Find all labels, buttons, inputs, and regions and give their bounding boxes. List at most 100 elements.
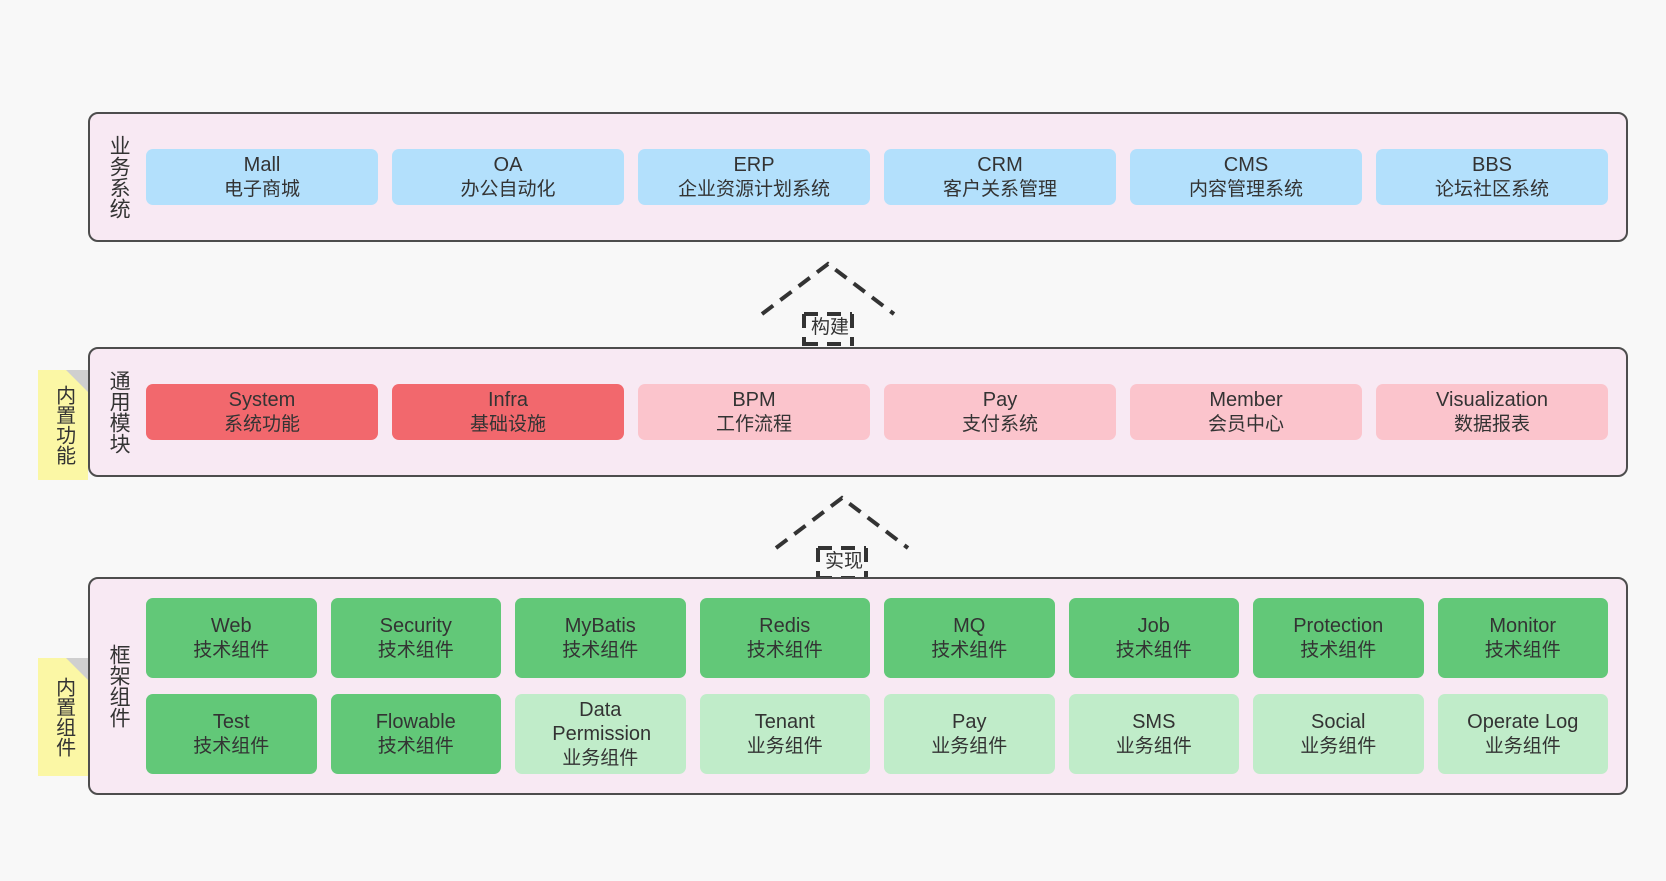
layer-framework-components-body: Web 技术组件 Security 技术组件 MyBatis 技术组件 Redi…: [146, 579, 1626, 793]
card-pay-module[interactable]: Pay 支付系统: [884, 384, 1116, 440]
arrow-implement: 实现: [772, 492, 912, 580]
card-sms-subtitle: 业务组件: [1115, 735, 1192, 757]
card-cms[interactable]: CMS 内容管理系统: [1130, 149, 1362, 205]
card-member[interactable]: Member 会员中心: [1130, 384, 1362, 440]
card-mybatis[interactable]: MyBatis 技术组件: [515, 598, 686, 678]
card-flowable[interactable]: Flowable 技术组件: [330, 694, 501, 774]
card-web[interactable]: Web 技术组件: [146, 598, 317, 678]
card-mq-title: MQ: [953, 615, 986, 638]
card-erp[interactable]: ERP 企业资源计划系统: [638, 149, 870, 205]
card-operate-log-title: Operate Log: [1467, 711, 1579, 734]
card-visualization[interactable]: Visualization 数据报表: [1376, 384, 1608, 440]
card-oa[interactable]: OA 办公自动化: [392, 149, 624, 205]
card-redis[interactable]: Redis 技术组件: [699, 598, 870, 678]
card-flowable-subtitle: 技术组件: [377, 735, 454, 757]
card-redis-title: Redis: [759, 615, 811, 638]
card-monitor-subtitle: 技术组件: [1484, 639, 1561, 661]
card-visualization-subtitle: 数据报表: [1453, 413, 1530, 435]
card-web-subtitle: 技术组件: [193, 639, 270, 661]
card-security-title: Security: [379, 615, 452, 638]
arrow-build: 构建: [758, 258, 898, 346]
common-modules-row: System 系统功能 Infra 基础设施 BPM 工作流程 Pay 支付系统…: [146, 384, 1608, 440]
card-web-title: Web: [210, 615, 252, 638]
card-pay-component-subtitle: 业务组件: [931, 735, 1008, 757]
card-test[interactable]: Test 技术组件: [146, 694, 317, 774]
card-test-title: Test: [212, 711, 250, 734]
layer-business-systems-body: Mall 电子商城 OA 办公自动化 ERP 企业资源计划系统 CRM 客户关系…: [146, 114, 1626, 240]
card-mybatis-title: MyBatis: [564, 615, 636, 638]
card-crm[interactable]: CRM 客户关系管理: [884, 149, 1116, 205]
note-builtin-components-text: 内置组件: [52, 677, 75, 757]
card-erp-subtitle: 企业资源计划系统: [677, 178, 830, 200]
card-test-subtitle: 技术组件: [193, 735, 270, 757]
card-tenant[interactable]: Tenant 业务组件: [699, 694, 870, 774]
layer-business-systems-caption-text: 业务系统: [107, 135, 131, 219]
framework-components-row-business: Test 技术组件 Flowable 技术组件 Data Permission …: [146, 694, 1608, 774]
layer-framework-components-caption-text: 框架组件: [107, 644, 131, 728]
card-cms-title: CMS: [1223, 154, 1269, 177]
card-bbs[interactable]: BBS 论坛社区系统: [1376, 149, 1608, 205]
card-oa-subtitle: 办公自动化: [460, 178, 556, 200]
card-bbs-subtitle: 论坛社区系统: [1434, 178, 1549, 200]
card-member-title: Member: [1209, 389, 1283, 412]
card-cms-subtitle: 内容管理系统: [1188, 178, 1303, 200]
card-monitor[interactable]: Monitor 技术组件: [1437, 598, 1608, 678]
card-erp-title: ERP: [733, 154, 775, 177]
card-crm-title: CRM: [977, 154, 1023, 177]
layer-business-systems: 业务系统 Mall 电子商城 OA 办公自动化 ERP 企业资源计划系统 CRM: [88, 112, 1628, 242]
card-system-subtitle: 系统功能: [223, 413, 300, 435]
card-pay-component-title: Pay: [952, 711, 987, 734]
card-infra[interactable]: Infra 基础设施: [392, 384, 624, 440]
card-mall-title: Mall: [243, 154, 281, 177]
card-sms[interactable]: SMS 业务组件: [1068, 694, 1239, 774]
card-pay-component[interactable]: Pay 业务组件: [884, 694, 1055, 774]
card-tenant-title: Tenant: [754, 711, 815, 734]
card-bbs-title: BBS: [1471, 154, 1513, 177]
note-builtin-features-text: 内置功能: [52, 385, 75, 465]
card-social[interactable]: Social 业务组件: [1253, 694, 1424, 774]
card-social-subtitle: 业务组件: [1300, 735, 1377, 757]
note-builtin-components: 内置组件: [38, 658, 88, 776]
framework-components-row-tech: Web 技术组件 Security 技术组件 MyBatis 技术组件 Redi…: [146, 598, 1608, 678]
card-job[interactable]: Job 技术组件: [1068, 598, 1239, 678]
arrow-build-label: 构建: [811, 317, 850, 338]
arrow-implement-glyph: [774, 495, 910, 580]
card-infra-subtitle: 基础设施: [469, 413, 546, 435]
layer-common-modules-caption: 通用模块: [90, 349, 146, 475]
card-data-permission-title: Data Permission: [552, 699, 652, 746]
card-crm-subtitle: 客户关系管理: [942, 178, 1057, 200]
card-system[interactable]: System 系统功能: [146, 384, 378, 440]
card-sms-title: SMS: [1132, 711, 1176, 734]
note-fold-icon: [66, 658, 88, 680]
card-pay-module-title: Pay: [982, 389, 1018, 412]
arrow-build-glyph: [760, 261, 896, 346]
card-pay-module-subtitle: 支付系统: [961, 413, 1038, 435]
card-mq[interactable]: MQ 技术组件: [884, 598, 1055, 678]
card-infra-title: Infra: [487, 389, 529, 412]
card-data-permission[interactable]: Data Permission 业务组件: [515, 694, 686, 774]
card-protection[interactable]: Protection 技术组件: [1253, 598, 1424, 678]
card-bpm[interactable]: BPM 工作流程: [638, 384, 870, 440]
note-builtin-features: 内置功能: [38, 370, 88, 480]
layer-framework-components-caption: 框架组件: [90, 579, 146, 793]
card-security-subtitle: 技术组件: [377, 639, 454, 661]
card-monitor-title: Monitor: [1489, 615, 1557, 638]
card-mq-subtitle: 技术组件: [931, 639, 1008, 661]
card-mall-subtitle: 电子商城: [223, 178, 300, 200]
card-bpm-title: BPM: [732, 389, 776, 412]
layer-business-systems-caption: 业务系统: [90, 114, 146, 240]
card-protection-title: Protection: [1293, 615, 1384, 638]
layer-framework-components: 框架组件 Web 技术组件 Security 技术组件 MyBatis 技术组件…: [88, 577, 1628, 795]
card-bpm-subtitle: 工作流程: [715, 413, 792, 435]
card-operate-log[interactable]: Operate Log 业务组件: [1437, 694, 1608, 774]
card-protection-subtitle: 技术组件: [1300, 639, 1377, 661]
card-system-title: System: [228, 389, 296, 412]
card-flowable-title: Flowable: [375, 711, 456, 734]
card-member-subtitle: 会员中心: [1207, 413, 1284, 435]
card-job-subtitle: 技术组件: [1115, 639, 1192, 661]
card-security[interactable]: Security 技术组件: [330, 598, 501, 678]
layer-common-modules-body: System 系统功能 Infra 基础设施 BPM 工作流程 Pay 支付系统…: [146, 349, 1626, 475]
card-mall[interactable]: Mall 电子商城: [146, 149, 378, 205]
note-fold-icon: [66, 370, 88, 392]
